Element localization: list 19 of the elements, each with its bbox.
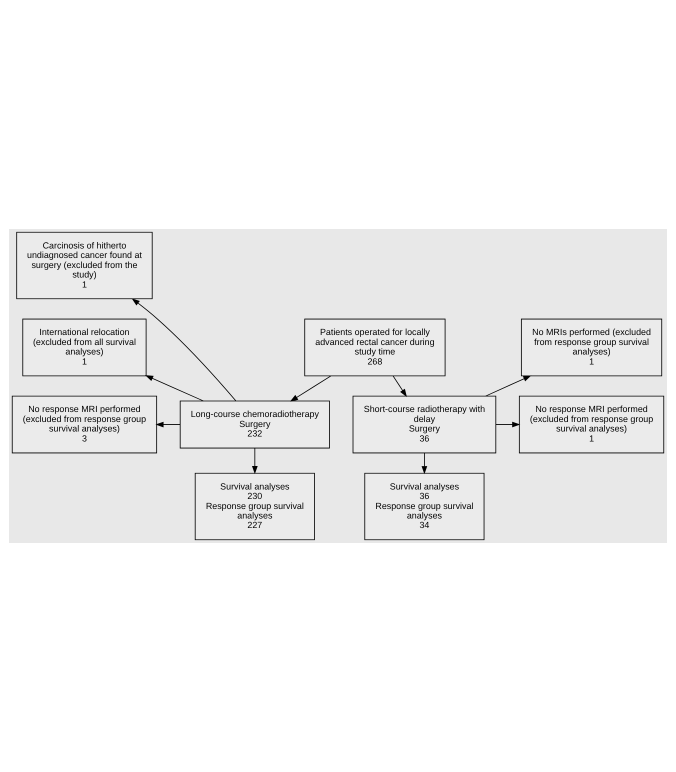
arrow [290,376,332,402]
node-box: Survival analyses 36 Response group survival analyses 34 [364,472,484,540]
node-box: Survival analyses 230 Response group survival analyses 227 [194,472,315,540]
node-box: Long-course chemoradiotherapy Surgery 232 [180,400,330,448]
arrow [145,375,204,402]
node-box: International relocation (excluded from all survival analyses) 1 [22,318,147,376]
node-box: Carcinosis of hitherto undiagnosed cancer found at surgery (excluded from the study) 1 [16,232,153,300]
arrow [132,298,236,402]
node-box: No MRIs performed (excluded from response group survival analyses) 1 [520,318,662,376]
arrow [155,422,180,428]
arrow [422,452,428,474]
node-box: No response MRI performed (excluded from response group survival analyses) 3 [12,396,158,454]
node-box: No response MRI performed (excluded from response group survival analyses) 1 [518,396,664,454]
arrow [392,376,407,398]
arrow [496,422,520,428]
arrow [485,375,532,396]
node-box: Short-course radiotherapy with delay Surgery 36 [352,396,496,454]
node-box: Patients operated for locally advanced rectal cancer during study time 268 [304,318,446,376]
arrow [252,448,258,474]
